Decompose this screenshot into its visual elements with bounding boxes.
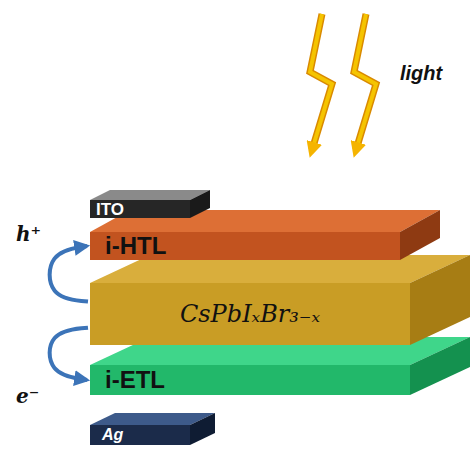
perovskite-layer: CsPbIₓBr₃₋ₓ — [90, 283, 410, 345]
light-bolts — [310, 14, 376, 150]
carrier-arrow — [50, 328, 88, 380]
electron-label: e⁻ — [16, 384, 39, 408]
ito-slab — [90, 190, 210, 218]
hole-label: h⁺ — [16, 222, 41, 246]
etl-layer: i-ETL — [90, 365, 410, 395]
layer-name: i-ETL — [105, 368, 165, 392]
ag-slab — [90, 413, 215, 445]
layer-name: Ag — [102, 427, 123, 443]
layer-name: CsPbIₓBr₃₋ₓ — [180, 302, 320, 326]
carrier-arrow — [50, 246, 88, 302]
ito-layer: ITO — [90, 200, 190, 218]
layer-name: i-HTL — [105, 234, 166, 258]
etl-slab — [90, 337, 470, 395]
perovskite-slab — [90, 255, 470, 345]
light-label: light — [400, 62, 442, 85]
htl-layer: i-HTL — [90, 232, 400, 260]
ag-layer: Ag — [90, 425, 190, 445]
layer-name: ITO — [96, 201, 124, 218]
